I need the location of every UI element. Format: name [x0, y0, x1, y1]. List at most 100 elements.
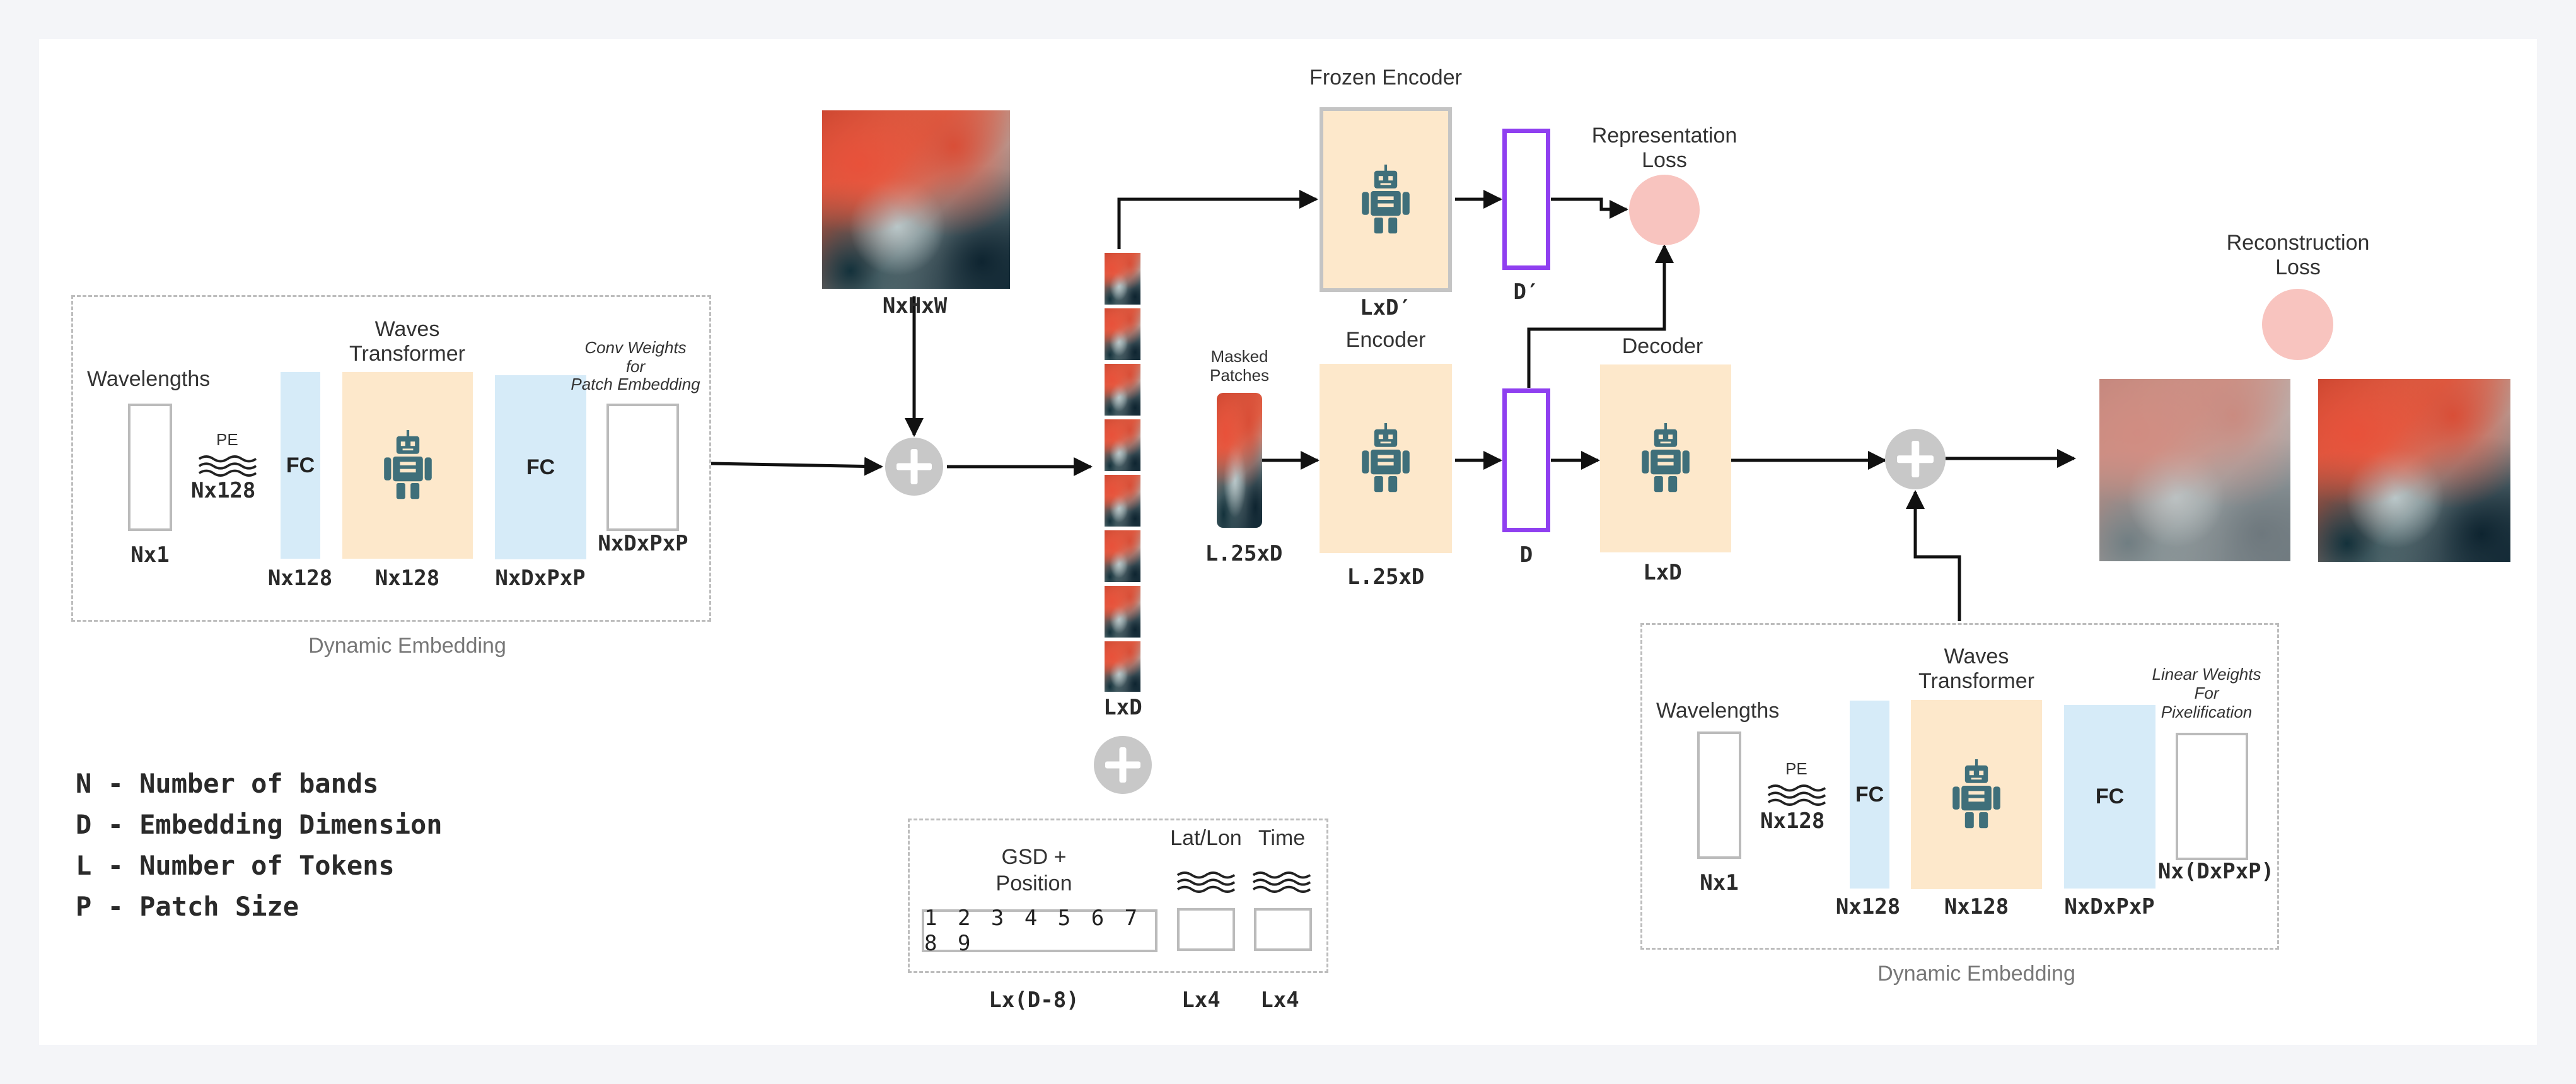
arrow-tokens-to-frozen: [1117, 190, 1318, 249]
token-patch: [1103, 473, 1142, 528]
right-dim-wavelengths: Nx1: [1700, 870, 1739, 895]
right-wavelengths-label: Wavelengths: [1656, 699, 1780, 723]
time-waves-icon: [1252, 871, 1311, 893]
latlon-label: Lat/Lon: [1170, 826, 1242, 850]
left-dim-weights: NxDxPxP: [598, 531, 688, 556]
right-dim-fc2: NxDxPxP: [2064, 894, 2155, 919]
legend-d: D - Embedding Dimension: [76, 809, 443, 840]
right-fc2-block: FC: [2064, 705, 2155, 889]
left-fc2-block: FC: [495, 375, 586, 559]
robot-icon: [1639, 423, 1692, 494]
left-dim-transformer: Nx128: [374, 566, 440, 591]
time-dim: Lx4: [1260, 988, 1299, 1013]
left-pe-waves-icon: [198, 455, 257, 477]
right-waves-transformer-label-2: Transformer: [1918, 669, 2034, 693]
decoder-block: [1600, 364, 1731, 552]
arrow-embedding-to-plus: [711, 457, 883, 476]
token-patch: [1103, 584, 1142, 639]
left-dim-wavelengths: Nx1: [131, 542, 170, 568]
left-dynamic-embedding-panel: [71, 295, 711, 622]
legend-l: L - Number of Tokens: [76, 850, 395, 881]
robot-icon: [381, 430, 434, 501]
plus-icon-output: [1885, 429, 1946, 489]
right-dynamic-embedding-panel: [1640, 623, 2279, 950]
left-conv-weights-label-1: Conv Weights: [584, 338, 687, 357]
reconstruction-loss-label-2: Loss: [2275, 255, 2321, 279]
reconstruction-loss-circle: [2262, 289, 2333, 360]
right-pe-waves-icon: [1767, 784, 1826, 806]
representation-loss-circle: [1629, 175, 1700, 245]
arrow-embedding2-to-plus: [1906, 490, 1961, 621]
left-fc1-block: FC: [281, 372, 320, 559]
encoder-representation-dim: D: [1519, 542, 1533, 568]
right-pe-dim: Nx128: [1760, 808, 1825, 834]
decoder-dim: LxD: [1643, 560, 1682, 585]
masked-patches-dim: L.25xD: [1205, 541, 1283, 566]
left-wavelengths-label: Wavelengths: [87, 367, 211, 391]
left-conv-weights-label-2: for: [625, 357, 646, 376]
gsd-position-vector: 1 2 3 4 5 6 7 8 9: [922, 906, 1157, 956]
frozen-encoder-block: [1320, 107, 1452, 292]
right-linear-weights-label-1: Linear Weights: [2152, 665, 2261, 684]
right-waves-transformer-block: [1911, 700, 2042, 889]
right-dim-transformer: Nx128: [1944, 894, 2009, 919]
representation-loss-label-2: Loss: [1642, 148, 1687, 172]
reconstructed-image: [2099, 379, 2290, 561]
encoder-dim: L.25xD: [1347, 564, 1425, 590]
tokens-dim: LxD: [1103, 695, 1142, 720]
plus-icon-meta: [1094, 736, 1152, 794]
encoder-block: [1320, 364, 1452, 553]
right-linear-weights-block: [2176, 733, 2248, 860]
gsd-dim: Lx(D-8): [989, 988, 1079, 1013]
latlon-dim: Lx4: [1181, 988, 1221, 1013]
input-image-dim: NxHxW: [882, 293, 948, 318]
decoder-title: Decoder: [1622, 334, 1703, 358]
token-patch: [1103, 528, 1142, 584]
left-pe-label: PE: [216, 430, 238, 449]
representation-loss-label-1: Representation: [1591, 124, 1738, 148]
token-patch: [1103, 362, 1142, 417]
time-vector: [1254, 908, 1312, 951]
masked-patches-label-2: Patches: [1210, 366, 1269, 385]
right-dim-weights: Nx(DxPxP): [2157, 859, 2275, 884]
masked-patches-image: [1217, 393, 1262, 528]
frozen-representation-dim: D′: [1513, 279, 1540, 305]
left-waves-transformer-label-2: Transformer: [349, 342, 465, 366]
latlon-waves-icon: [1176, 871, 1236, 893]
token-patch: [1103, 417, 1142, 473]
token-patch: [1103, 251, 1142, 306]
right-pe-label: PE: [1785, 759, 1807, 778]
right-dim-fc1: Nx128: [1835, 894, 1901, 919]
left-pe-dim: Nx128: [191, 478, 256, 503]
reconstruction-loss-label-1: Reconstruction: [2226, 231, 2370, 255]
token-patch: [1103, 306, 1142, 362]
target-image: [2318, 379, 2510, 562]
left-wavelengths-vector: [128, 404, 172, 531]
legend-p: P - Patch Size: [76, 891, 299, 922]
plus-icon-input: [885, 438, 943, 496]
right-waves-transformer-label-1: Waves: [1944, 644, 2009, 668]
legend-n: N - Number of bands: [76, 768, 379, 799]
right-linear-weights-label-3: Pixelification: [2161, 702, 2253, 721]
token-patch: [1103, 639, 1142, 694]
frozen-encoder-dim: LxD′: [1360, 295, 1412, 320]
robot-icon: [1950, 759, 2003, 830]
left-dim-fc2: NxDxPxP: [495, 566, 586, 591]
right-wavelengths-vector: [1697, 731, 1741, 859]
meta-encoding-panel: [908, 819, 1328, 973]
gsd-position-label-2: Position: [995, 871, 1072, 895]
arrow-dprime-to-repr-loss: [1551, 197, 1628, 219]
robot-icon: [1359, 165, 1412, 235]
gsd-position-label-1: GSD +: [1001, 845, 1067, 869]
left-dim-fc1: Nx128: [267, 566, 333, 591]
frozen-encoder-title: Frozen Encoder: [1309, 66, 1462, 90]
encoder-representation-vector: [1502, 388, 1550, 532]
left-conv-weights-label-3: Patch Embedding: [571, 375, 700, 393]
right-linear-weights-label-2: For: [2194, 684, 2219, 702]
frozen-representation-vector: [1502, 129, 1550, 270]
encoder-title: Encoder: [1345, 328, 1426, 352]
right-fc1-block: FC: [1850, 701, 1889, 889]
left-conv-weights-block: [606, 404, 679, 531]
left-waves-transformer-block: [342, 372, 473, 559]
